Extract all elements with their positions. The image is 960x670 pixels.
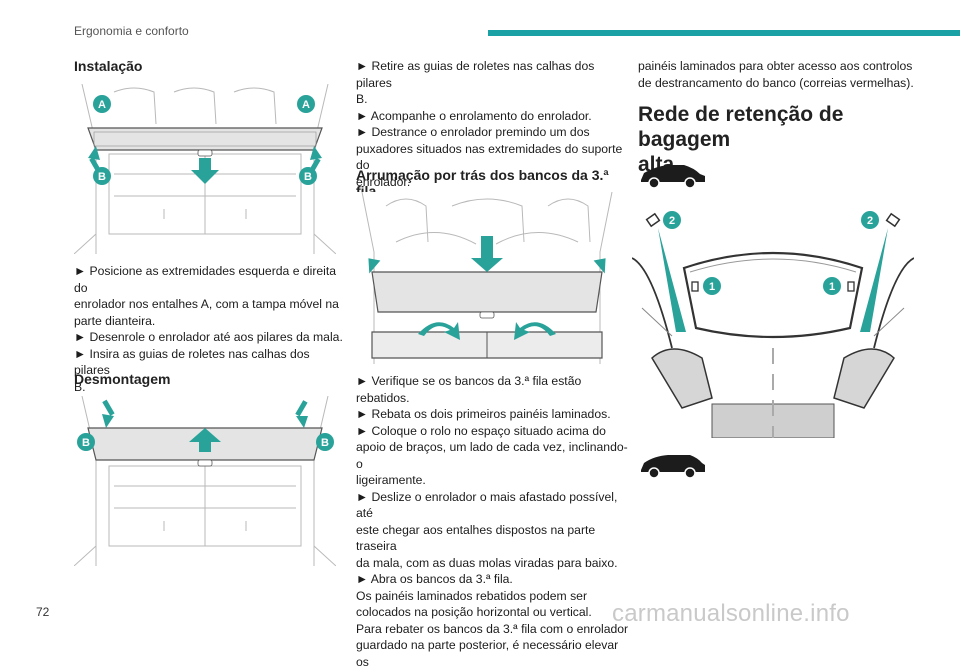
- label-b-left: B: [98, 171, 106, 183]
- label-2-right: 2: [867, 215, 873, 227]
- storage-line: ► Abra os bancos da 3.ª fila.: [356, 572, 513, 586]
- install-line: parte dianteira.: [74, 313, 156, 328]
- label-1-left: 1: [709, 281, 715, 293]
- continued-line: painéis laminados para obter acesso aos …: [638, 59, 913, 73]
- storage-line: ► Coloque o rolo no espaço situado acima…: [356, 423, 606, 438]
- removal-line: ► Destrance o enrolador premindo um dos: [356, 125, 590, 139]
- removal-line: ► Retire as guias de roletes nas calhas …: [356, 59, 595, 90]
- figure-luggage-net: 2 2 1 1: [632, 208, 914, 438]
- figure-removal: B B: [74, 396, 336, 566]
- label-2-left: 2: [669, 215, 675, 227]
- page-number: 72: [36, 605, 50, 619]
- watermark-text: carmanualsonline.info: [612, 600, 850, 627]
- storage-line: da mala, com as duas molas viradas para …: [356, 555, 618, 570]
- heading-removal: Desmontagem: [74, 371, 171, 387]
- removal-instructions: ► Retire as guias de roletes nas calhas …: [356, 58, 626, 190]
- continued-line: de destrancamento do banco (correias ver…: [638, 75, 914, 90]
- car-silhouette-icon: [638, 450, 708, 485]
- label-a-left: A: [98, 99, 106, 111]
- continued-text: painéis laminados para obter acesso aos …: [638, 58, 918, 91]
- label-b-left: B: [82, 437, 90, 449]
- heading-luggage-net: Rede de retenção de bagagem alta: [638, 102, 928, 177]
- install-line: B.: [74, 379, 86, 394]
- storage-line: guardado na parte posterior, é necessári…: [356, 638, 619, 669]
- storage-line: Os painéis laminados rebatidos podem ser: [356, 588, 588, 603]
- header-accent-bar: [488, 30, 960, 36]
- install-line: ► Desenrole o enrolador até aos pilares …: [74, 330, 343, 344]
- figure-storage: [356, 192, 618, 364]
- storage-line: Para rebater os bancos da 3.ª fila com o…: [356, 621, 629, 636]
- car-silhouette-icon: [638, 160, 708, 195]
- figure-installation: A A B B: [74, 84, 336, 254]
- label-b-right: B: [304, 171, 312, 183]
- label-a-right: A: [302, 99, 310, 111]
- install-line: ► Posicione as extremidades esquerda e d…: [74, 264, 337, 295]
- install-line: enrolador nos entalhes A, com a tampa mó…: [74, 297, 339, 311]
- install-line: ► Insira as guias de roletes nas calhas …: [74, 346, 310, 378]
- heading-luggage-net-line1: Rede de retenção de bagagem: [638, 103, 844, 151]
- removal-line: B.: [356, 92, 368, 106]
- storage-line: ► Verifique se os bancos da 3.ª fila est…: [356, 374, 582, 405]
- label-1-right: 1: [829, 281, 835, 293]
- removal-line: ► Acompanhe o enrolamento do enrolador.: [356, 108, 592, 123]
- storage-line: ligeiramente.: [356, 473, 426, 487]
- heading-installation: Instalação: [74, 58, 143, 74]
- header-section-title: Ergonomia e conforto: [74, 24, 189, 38]
- storage-line: ► Rebata os dois primeiros painéis lamin…: [356, 407, 611, 421]
- storage-line: apoio de braços, um lado de cada vez, in…: [356, 440, 628, 471]
- removal-line: enrolador.: [356, 174, 411, 189]
- install-instructions: ► Posicione as extremidades esquerda e d…: [74, 263, 344, 395]
- storage-line: ► Deslize o enrolador o mais afastado po…: [356, 489, 618, 521]
- storage-instructions: ► Verifique se os bancos da 3.ª fila est…: [356, 373, 630, 670]
- label-b-right: B: [321, 437, 329, 449]
- storage-line: este chegar aos entalhes dispostos na pa…: [356, 522, 596, 554]
- removal-line: puxadores situados nas extremidades do s…: [356, 141, 623, 173]
- storage-line: colocados na posição horizontal ou verti…: [356, 605, 592, 619]
